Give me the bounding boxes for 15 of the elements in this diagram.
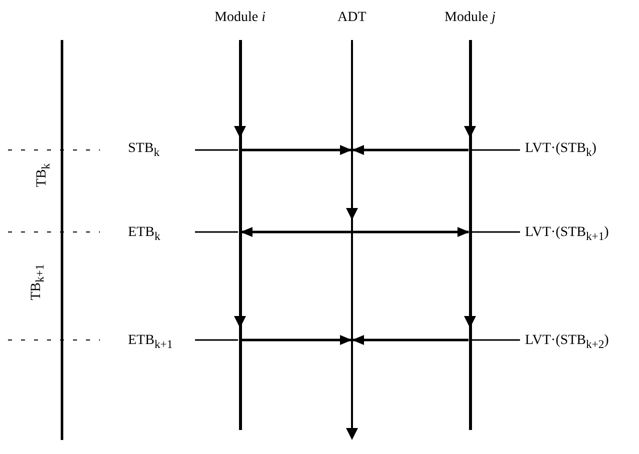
arrow [352,145,468,155]
column-header: Module i [214,11,266,25]
row-label: STB$_{k}$ [128,142,160,158]
arrow [242,145,352,155]
row-label: LVT·(STB$_{k}$) [525,142,596,158]
arrow [240,227,351,237]
column-header: ADT [338,11,366,25]
arrow [242,335,352,345]
row-label: ETB$_{k+1}$ [128,334,173,350]
arrow [353,227,470,237]
row-label: LVT·(STB$_{k+2}$) [525,334,609,350]
column-header: Module j [444,11,496,25]
row-label: LVT·(STB$_{k+1}$) [525,226,609,242]
arrow [352,335,468,345]
row-label: ETB$_{k}$ [128,226,160,242]
